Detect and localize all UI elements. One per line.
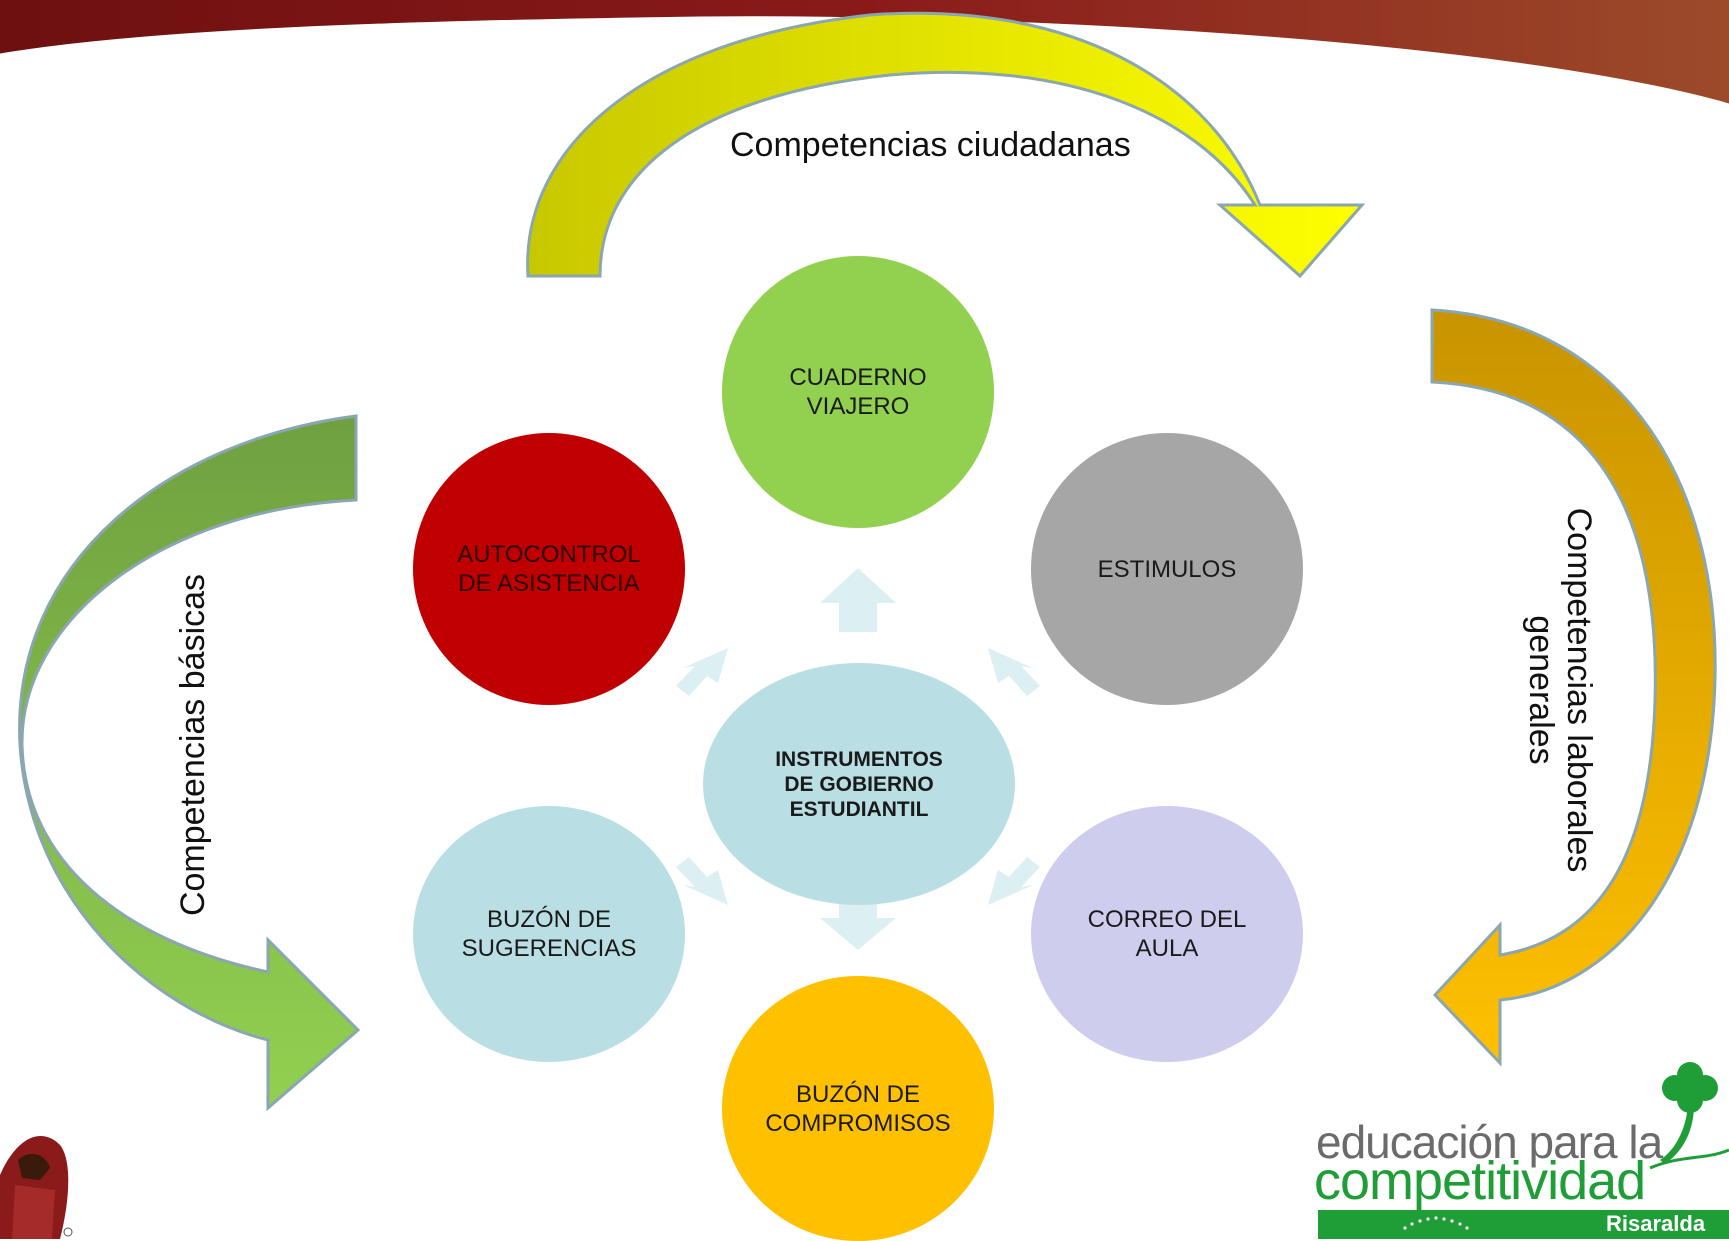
node-autocontrol-asistencia: AUTOCONTROL DE ASISTENCIA bbox=[413, 433, 685, 705]
node-autocontrol-asistencia-label: AUTOCONTROL DE ASISTENCIA bbox=[457, 541, 641, 597]
label-laborales-line2: generales bbox=[1522, 615, 1560, 765]
header-banner bbox=[0, 0, 1729, 105]
logo-band bbox=[1318, 1210, 1729, 1239]
node-buzon-compromisos-label: BUZÓN DE COMPROMISOS bbox=[765, 1080, 951, 1137]
node-estimulos: ESTIMULOS bbox=[1031, 433, 1303, 705]
label-competencias-ciudadanas: Competencias ciudadanas bbox=[730, 126, 1131, 164]
emblem-logo bbox=[0, 1136, 73, 1239]
node-cuaderno-viajero-label: CUADERNO VIAJERO bbox=[789, 364, 927, 420]
stars-icon bbox=[1403, 1216, 1469, 1230]
node-cuaderno-viajero: CUADERNO VIAJERO bbox=[722, 256, 994, 528]
center-node: INSTRUMENTOS DE GOBIERNO ESTUDIANTIL bbox=[703, 663, 1015, 905]
shamrock-icon bbox=[1660, 1062, 1718, 1164]
node-correo-del-aula: CORREO DEL AULA bbox=[1031, 806, 1303, 1062]
node-correo-del-aula-label: CORREO DEL AULA bbox=[1087, 906, 1247, 962]
center-connectors bbox=[676, 568, 1040, 950]
logo-region: Risaralda bbox=[1606, 1211, 1706, 1236]
label-competencias-laborales: Competencias laborales generales bbox=[1522, 508, 1598, 873]
label-laborales-line1: Competencias laborales bbox=[1560, 507, 1598, 873]
node-buzon-sugerencias: BUZÓN DE SUGERENCIAS bbox=[413, 806, 685, 1062]
arrow-top bbox=[526, 11, 1366, 279]
logo-swoosh bbox=[1649, 1148, 1729, 1170]
node-estimulos-label: ESTIMULOS bbox=[1097, 555, 1237, 583]
arrow-right bbox=[1430, 308, 1717, 1067]
logo-line2: competitividad bbox=[1314, 1151, 1646, 1211]
center-node-label: INSTRUMENTOS DE GOBIERNO ESTUDIANTIL bbox=[775, 747, 943, 821]
node-buzon-compromisos: BUZÓN DE COMPROMISOS bbox=[722, 976, 994, 1241]
logo-line1: educación para la bbox=[1316, 1116, 1663, 1168]
node-buzon-sugerencias-label: BUZÓN DE SUGERENCIAS bbox=[461, 906, 637, 962]
label-competencias-basicas: Competencias básicas bbox=[174, 573, 212, 917]
arrow-left bbox=[18, 414, 361, 1112]
